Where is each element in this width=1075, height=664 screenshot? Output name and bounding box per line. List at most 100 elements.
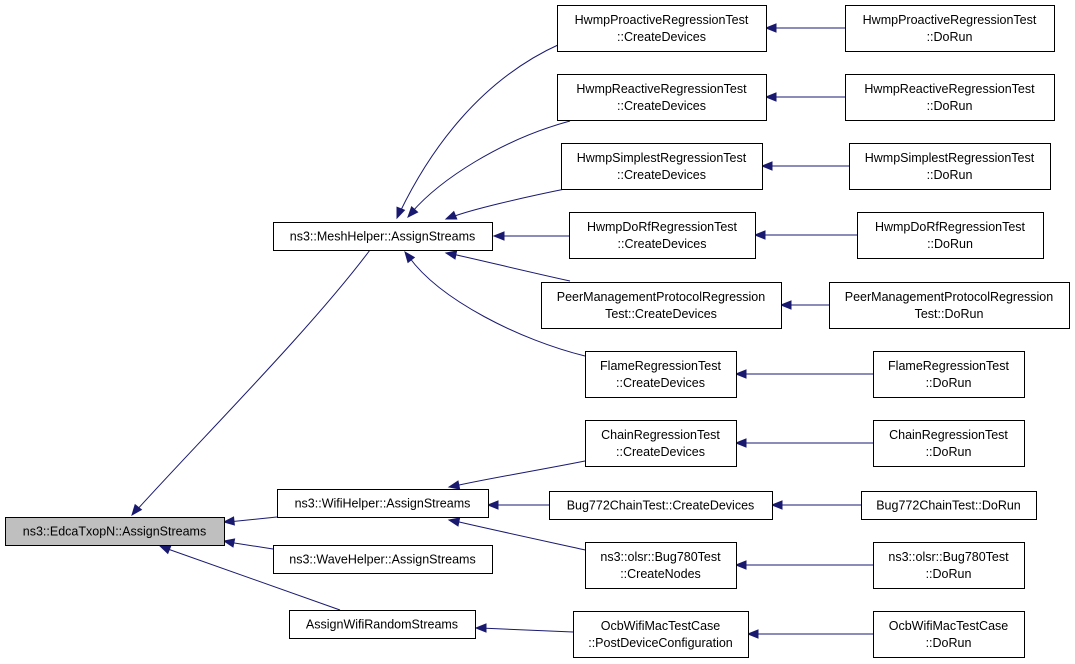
- node-box: [569, 212, 756, 259]
- node-label: ::DoRun: [927, 237, 973, 251]
- arrowhead-icon: [396, 206, 406, 220]
- node-box: [541, 282, 782, 329]
- arrowhead-icon: [746, 629, 759, 639]
- arrowhead-icon: [753, 230, 766, 240]
- node-label: HwmpProactiveRegressionTest: [863, 13, 1037, 27]
- node-root[interactable]: ns3::EdcaTxopN::AssignStreams: [5, 517, 225, 546]
- node-box: [857, 212, 1044, 259]
- node-label: HwmpSimplestRegressionTest: [865, 151, 1035, 165]
- node-flameRun[interactable]: FlameRegressionTest::DoRun: [873, 351, 1025, 398]
- node-pmpRun[interactable]: PeerManagementProtocolRegressionTest::Do…: [829, 282, 1070, 329]
- node-box: [873, 351, 1025, 398]
- node-chainRun[interactable]: ChainRegressionTest::DoRun: [873, 420, 1025, 467]
- node-box: [549, 491, 773, 520]
- node-label: ::CreateDevices: [617, 30, 706, 44]
- edge-line: [164, 547, 341, 611]
- node-b780CN[interactable]: ns3::olsr::Bug780Test::CreateNodes: [585, 542, 737, 589]
- node-label: ns3::WaveHelper::AssignStreams: [289, 553, 475, 567]
- node-box: [845, 5, 1055, 52]
- edge-mesh-to-root: [131, 249, 371, 517]
- edge-proRun-to-proCD: [764, 23, 845, 33]
- node-pmpCD[interactable]: PeerManagementProtocolRegressionTest::Cr…: [541, 282, 782, 329]
- edge-flameCD-to-mesh: [404, 250, 586, 357]
- arrowhead-icon: [734, 560, 747, 570]
- node-dorfCD[interactable]: HwmpDoRfRegressionTest::CreateDevices: [569, 212, 756, 259]
- node-reaRun[interactable]: HwmpReactiveRegressionTest::DoRun: [845, 74, 1055, 121]
- node-label: PeerManagementProtocolRegression: [845, 290, 1053, 304]
- edge-line: [227, 541, 274, 550]
- node-wave[interactable]: ns3::WaveHelper::AssignStreams: [273, 545, 493, 574]
- edge-simRun-to-simCD: [760, 161, 849, 171]
- node-b772Run[interactable]: Bug772ChainTest::DoRun: [861, 491, 1037, 520]
- edge-pmpRun-to-pmpCD: [779, 300, 829, 310]
- node-box: [829, 282, 1070, 329]
- arrowhead-icon: [492, 231, 505, 241]
- edge-b780CN-to-wifi: [447, 517, 591, 552]
- arrowhead-icon: [770, 500, 783, 510]
- node-box: [849, 143, 1051, 190]
- node-proRun[interactable]: HwmpProactiveRegressionTest::DoRun: [845, 5, 1055, 52]
- arrowhead-icon: [447, 480, 461, 490]
- arrowhead-icon: [444, 250, 458, 260]
- node-label: ::CreateDevices: [617, 99, 706, 113]
- node-label: PeerManagementProtocolRegression: [557, 290, 765, 304]
- edge-pmpCD-to-mesh: [444, 250, 571, 282]
- node-mesh[interactable]: ns3::MeshHelper::AssignStreams: [273, 222, 493, 251]
- node-box: [585, 542, 737, 589]
- arrowhead-icon: [222, 516, 235, 526]
- node-simCD[interactable]: HwmpSimplestRegressionTest::CreateDevice…: [561, 143, 763, 190]
- node-b772CD[interactable]: Bug772ChainTest::CreateDevices: [549, 491, 773, 520]
- node-box: [873, 542, 1025, 589]
- node-label: Test::DoRun: [915, 307, 984, 321]
- node-label: ns3::MeshHelper::AssignStreams: [290, 230, 476, 244]
- node-box: [561, 143, 763, 190]
- node-label: ::DoRun: [926, 376, 972, 390]
- node-b780Run[interactable]: ns3::olsr::Bug780Test::DoRun: [873, 542, 1025, 589]
- node-box: [273, 545, 493, 574]
- nodes-layer: ns3::EdcaTxopN::AssignStreams ns3::MeshHe…: [5, 5, 1070, 658]
- node-label: OcbWifiMacTestCase: [601, 619, 721, 633]
- arrowhead-icon: [764, 92, 777, 102]
- node-box: [557, 74, 767, 121]
- node-label: ns3::EdcaTxopN::AssignStreams: [23, 525, 206, 539]
- node-label: HwmpDoRfRegressionTest: [587, 220, 738, 234]
- node-box: [573, 611, 749, 658]
- node-label: ::DoRun: [926, 636, 972, 650]
- edge-b772CD-to-wifi: [486, 500, 549, 510]
- arrowhead-icon: [447, 517, 461, 527]
- edge-line: [399, 43, 561, 213]
- edge-wave-to-root: [222, 538, 274, 550]
- node-label: ::CreateDevices: [616, 445, 705, 459]
- arrowhead-icon: [779, 300, 792, 310]
- node-label: OcbWifiMacTestCase: [889, 619, 1009, 633]
- arrowhead-icon: [158, 545, 172, 555]
- node-label: ns3::olsr::Bug780Test: [600, 550, 721, 564]
- node-box: [585, 351, 737, 398]
- node-wifi[interactable]: ns3::WifiHelper::AssignStreams: [277, 489, 489, 518]
- edge-chainCD-to-wifi: [447, 460, 586, 490]
- edge-b780Run-to-b780CN: [734, 560, 873, 570]
- node-proCD[interactable]: HwmpProactiveRegressionTest::CreateDevic…: [557, 5, 767, 52]
- node-ocbPDC[interactable]: OcbWifiMacTestCase::PostDeviceConfigurat…: [573, 611, 749, 658]
- node-chainCD[interactable]: ChainRegressionTest::CreateDevices: [585, 420, 737, 467]
- node-box: [873, 611, 1025, 658]
- edge-line: [411, 120, 571, 213]
- node-flameCD[interactable]: FlameRegressionTest::CreateDevices: [585, 351, 737, 398]
- node-box: [873, 420, 1025, 467]
- node-awrs[interactable]: AssignWifiRandomStreams: [289, 610, 476, 639]
- node-simRun[interactable]: HwmpSimplestRegressionTest::DoRun: [849, 143, 1051, 190]
- node-label: AssignWifiRandomStreams: [306, 618, 458, 632]
- node-dorfRun[interactable]: HwmpDoRfRegressionTest::DoRun: [857, 212, 1044, 259]
- node-label: ns3::olsr::Bug780Test: [888, 550, 1009, 564]
- edge-ocbRun-to-ocbPDC: [746, 629, 873, 639]
- edge-b772Run-to-b772CD: [770, 500, 861, 510]
- node-label: HwmpProactiveRegressionTest: [575, 13, 749, 27]
- arrowhead-icon: [734, 438, 747, 448]
- node-label: Test::CreateDevices: [605, 307, 717, 321]
- edge-line: [134, 249, 371, 513]
- node-label: ::DoRun: [927, 99, 973, 113]
- node-label: ChainRegressionTest: [889, 428, 1008, 442]
- node-ocbRun[interactable]: OcbWifiMacTestCase::DoRun: [873, 611, 1025, 658]
- node-reaCD[interactable]: HwmpReactiveRegressionTest::CreateDevice…: [557, 74, 767, 121]
- arrowhead-icon: [474, 623, 487, 633]
